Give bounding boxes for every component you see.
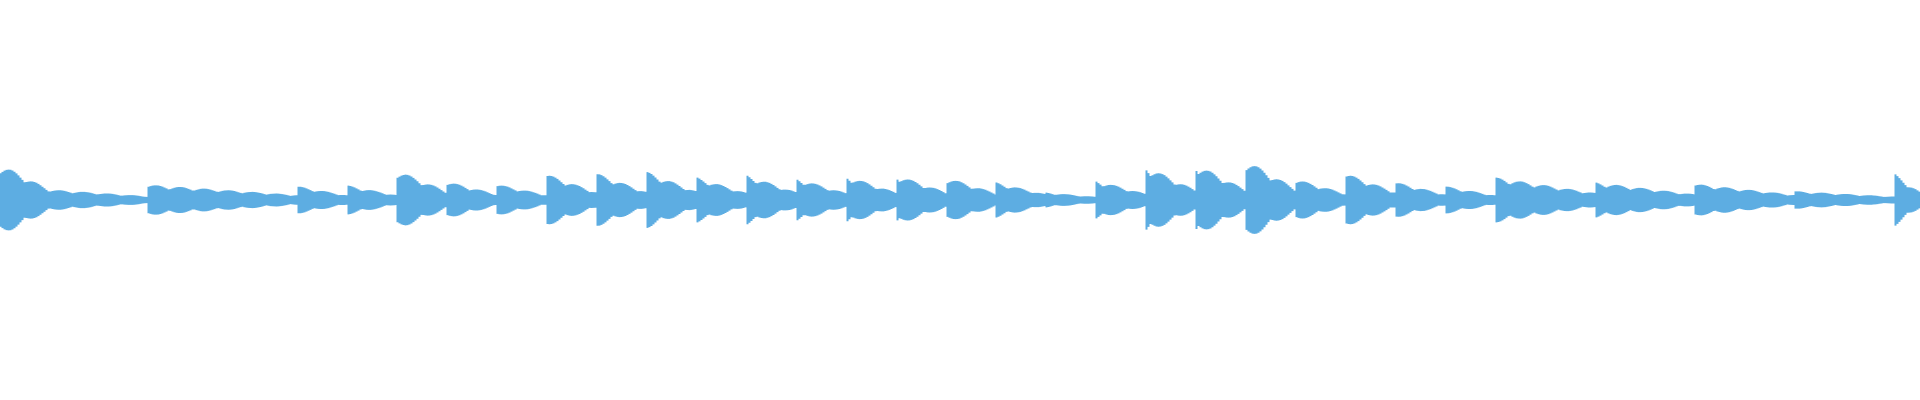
waveform-segment (396, 174, 447, 226)
waveform-segment (896, 179, 947, 221)
waveform-segment (49, 190, 148, 210)
waveform-segment (347, 185, 398, 215)
waveform-segment (946, 180, 997, 220)
waveform-segment (1694, 184, 1795, 216)
waveform-segment (696, 177, 747, 223)
waveform-segment (1145, 170, 1196, 230)
waveform-segment (1095, 181, 1146, 219)
waveform-segment (0, 169, 50, 231)
waveform-segment (1295, 181, 1346, 219)
waveform-segment (1794, 191, 1895, 209)
waveform-segment (1245, 166, 1296, 234)
waveform-bars (0, 166, 1920, 234)
waveform-segment (1045, 192, 1096, 208)
waveform-segment (1395, 183, 1446, 217)
waveform-segment (646, 172, 697, 228)
waveform-segment (1595, 182, 1696, 218)
waveform-segment (846, 178, 897, 222)
waveform-segment (1345, 175, 1396, 225)
waveform-segment (1445, 186, 1496, 214)
waveform-segment (995, 182, 1046, 218)
waveform-segment (1495, 177, 1596, 223)
waveform-segment (546, 175, 597, 225)
waveform-segment (1195, 170, 1246, 230)
waveform-segment (596, 174, 647, 226)
waveform-segment (446, 183, 497, 217)
waveform-segment (297, 186, 348, 214)
waveform-segment (496, 185, 547, 215)
waveform-segment (1894, 174, 1920, 226)
waveform-segment (796, 179, 847, 221)
waveform-segment (746, 175, 797, 225)
waveform-segment (147, 185, 298, 215)
